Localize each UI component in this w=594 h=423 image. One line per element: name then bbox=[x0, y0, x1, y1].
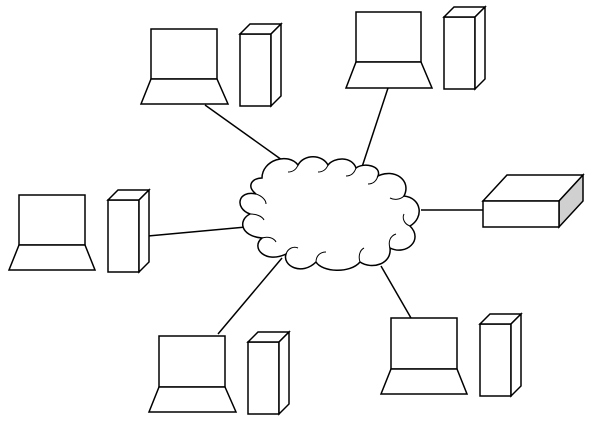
desktop-tower-icon bbox=[106, 188, 151, 274]
links bbox=[147, 87, 483, 335]
laptop-icon bbox=[139, 28, 230, 105]
workstation-left bbox=[7, 188, 151, 274]
link-cloud-to-workstation-bottom-left bbox=[217, 257, 283, 335]
laptop-icon bbox=[379, 317, 469, 395]
workstation-bottom-right bbox=[379, 312, 523, 398]
laptop-icon bbox=[7, 194, 97, 271]
workstation-bottom-left bbox=[147, 330, 291, 416]
link-cloud-to-workstation-top-right bbox=[361, 87, 389, 168]
desktop-tower-icon bbox=[238, 22, 283, 108]
network-box-front bbox=[482, 200, 560, 228]
desktop-tower-icon bbox=[478, 312, 523, 398]
desktop-tower-icon bbox=[442, 5, 487, 91]
cloud-icon bbox=[239, 156, 420, 271]
workstation-top-right bbox=[344, 5, 487, 91]
laptop-icon bbox=[344, 11, 434, 89]
network-box-icon bbox=[481, 173, 585, 229]
link-cloud-to-workstation-left bbox=[147, 226, 247, 237]
laptop-icon bbox=[147, 335, 238, 413]
desktop-tower-icon bbox=[246, 330, 291, 416]
link-cloud-to-workstation-bottom-right bbox=[380, 265, 412, 319]
workstation-top-left bbox=[139, 22, 283, 108]
cloud-shape bbox=[239, 156, 420, 271]
link-cloud-to-workstation-top-left bbox=[204, 104, 283, 161]
